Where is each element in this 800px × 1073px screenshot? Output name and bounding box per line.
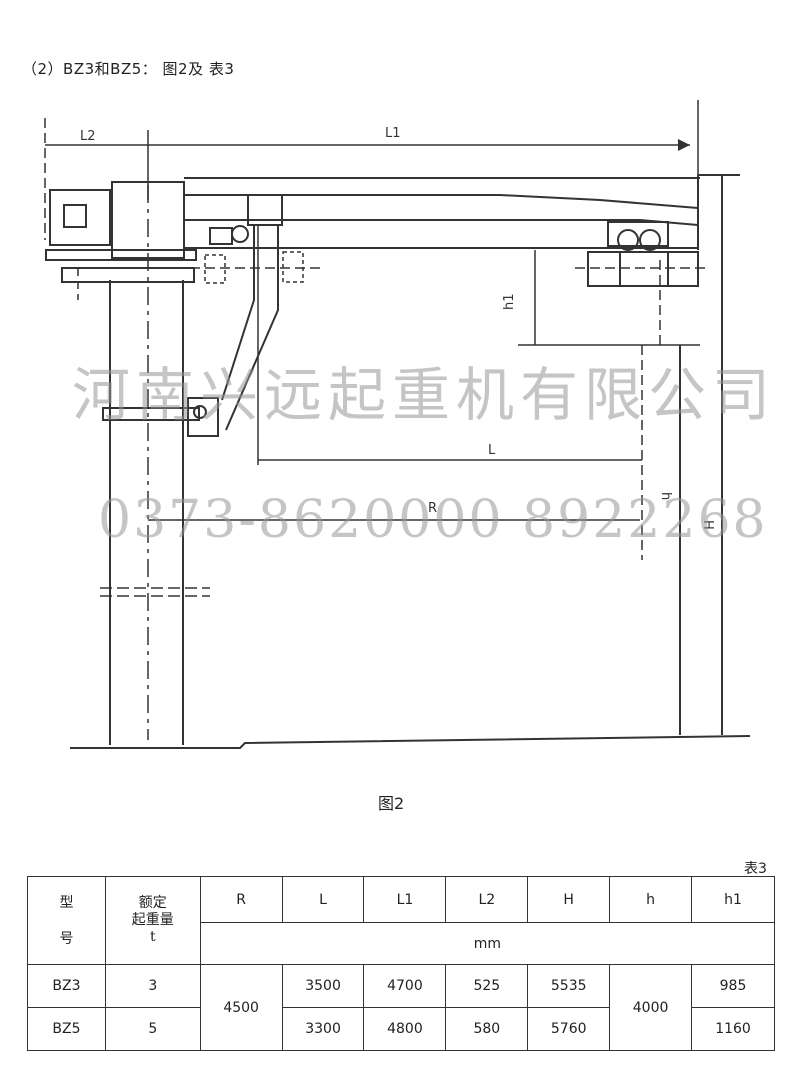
- header-capacity-line2: 起重量: [131, 912, 174, 928]
- fitting-left: [204, 254, 226, 284]
- table-row: BZ3 3 4500 3500 4700 525 5535 4000 985: [27, 964, 775, 1051]
- header-col-l1: L1: [363, 876, 447, 923]
- brace-right: [225, 225, 279, 431]
- hoist-body: [587, 251, 699, 287]
- row-capacity: 3: [104, 964, 201, 1008]
- fitting-right: [282, 251, 304, 283]
- header-unit: mm: [199, 922, 776, 965]
- motor-terminal-box: [63, 204, 87, 228]
- stop-wheel: [231, 225, 249, 243]
- watermark-phone: 0373-8620000 8922268: [98, 490, 768, 550]
- brace-pin: [193, 405, 207, 419]
- row-model: BZ5: [27, 1007, 106, 1051]
- label-l: L: [488, 443, 496, 458]
- header-capacity: 额定 起重量 t: [104, 876, 201, 965]
- row-h-big: 5760: [527, 1007, 611, 1051]
- shared-r: 4500: [199, 964, 283, 1051]
- row-l: 3500: [281, 964, 365, 1008]
- table-header-row: 型 号 额定 起重量 t R L L1 L2 H h h1: [27, 876, 775, 965]
- figure-caption: 图2: [378, 794, 405, 813]
- header-capacity-unit: t: [149, 929, 156, 945]
- label-h-big: H: [700, 520, 715, 530]
- brace-top-bracket: [247, 194, 283, 226]
- table-row: BZ5 5 3300 4800 580 5760 1160: [27, 1007, 775, 1051]
- head-platform: [45, 249, 197, 261]
- bearing-plate: [61, 267, 195, 283]
- header-col-l2: L2: [445, 876, 529, 923]
- watermark-company: 河南兴远起重机有限公司: [72, 361, 777, 429]
- header-col-r: R: [199, 876, 283, 923]
- trolley-wheel-right: [639, 229, 661, 251]
- arrow-l1: [678, 139, 690, 151]
- section-heading: （2）BZ3和BZ5： 图2及 表3: [22, 60, 235, 78]
- brace-foot: [187, 397, 219, 437]
- row-l2: 580: [445, 1007, 529, 1051]
- label-h1: h1: [502, 293, 517, 310]
- header-model-bottom: 号: [59, 930, 74, 947]
- table-label: 表3: [744, 861, 767, 877]
- column-clamp: [102, 407, 200, 421]
- label-r: R: [428, 501, 437, 516]
- header-col-h1: h1: [691, 876, 775, 923]
- row-capacity: 5: [104, 1007, 201, 1051]
- row-h1: 1160: [691, 1007, 775, 1051]
- row-h-big: 5535: [527, 964, 611, 1008]
- slewing-motor: [49, 189, 111, 246]
- row-model: BZ3: [27, 964, 106, 1008]
- header-capacity-line1: 额定: [138, 895, 167, 911]
- header-model: 型 号: [27, 876, 106, 965]
- header-col-h: h: [609, 876, 693, 923]
- label-l2: L2: [80, 129, 96, 144]
- header-col-l: L: [281, 876, 365, 923]
- brace-left: [221, 225, 255, 401]
- label-l1: L1: [385, 126, 401, 141]
- spec-table: 型 号 额定 起重量 t R L L1 L2 H h h1 mm BZ3 3 4…: [27, 876, 776, 1051]
- header-col-h-big: H: [527, 876, 611, 923]
- table-unit-row: mm: [28, 922, 776, 965]
- row-l: 3300: [281, 1007, 365, 1051]
- row-l2: 525: [445, 964, 529, 1008]
- trolley-frame: [607, 221, 669, 247]
- row-l1: 4800: [363, 1007, 447, 1051]
- shared-h: 4000: [609, 964, 693, 1051]
- header-model-top: 型: [59, 894, 74, 911]
- trolley-wheel-left: [617, 229, 639, 251]
- row-h1: 985: [691, 964, 775, 1008]
- jib-taper-line: [184, 194, 699, 209]
- ground-line: [70, 735, 751, 749]
- label-h-small: h: [658, 492, 673, 500]
- jib-inner-line: [184, 219, 699, 226]
- row-l1: 4700: [363, 964, 447, 1008]
- stop-block: [209, 227, 233, 245]
